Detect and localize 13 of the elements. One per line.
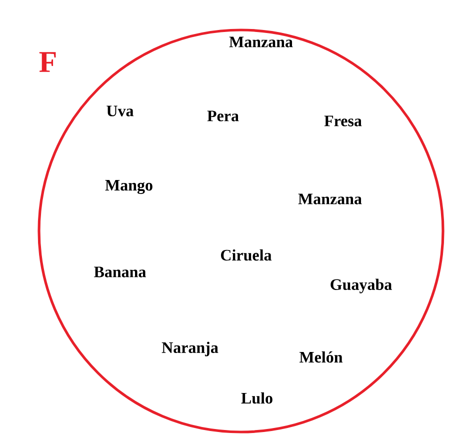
element-label: Pera bbox=[207, 110, 239, 122]
element-label: Lulo bbox=[241, 392, 272, 404]
element-label: Banana bbox=[94, 266, 146, 278]
element-label: Guayaba bbox=[330, 278, 392, 294]
element-label: Uva bbox=[106, 106, 134, 116]
element-label: Manzana bbox=[298, 194, 362, 204]
element-label: Mango bbox=[105, 180, 152, 194]
element-label: Naranja bbox=[162, 342, 218, 356]
element-label: Fresa bbox=[324, 116, 362, 126]
element-label: Ciruela bbox=[221, 249, 272, 261]
set-name: F bbox=[39, 52, 56, 72]
element-label: Manzana bbox=[229, 36, 293, 48]
element-label: Melón bbox=[300, 351, 343, 363]
